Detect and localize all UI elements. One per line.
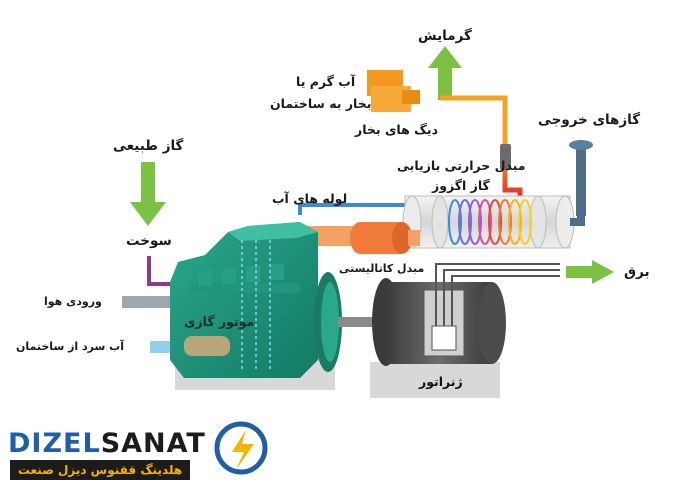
logo-part1: DIZEL — [8, 428, 101, 459]
label-catalytic-converter: مبدل کاتالیستی — [339, 262, 425, 275]
label-water-pipes: لوله های آب — [272, 191, 348, 206]
logo-emblem — [214, 421, 268, 475]
valve — [500, 144, 511, 170]
label-cold-water: آب سرد از ساختمان — [16, 340, 124, 353]
flywheel — [314, 272, 342, 372]
electricity-wires — [435, 263, 560, 326]
label-heating: گرمایش — [418, 28, 472, 44]
steam-boiler — [367, 70, 420, 112]
natural-gas-arrow — [130, 162, 166, 226]
heating-arrow — [428, 46, 462, 100]
label-exhaust-gases: گازهای خروجی — [538, 112, 641, 128]
drive-shaft — [338, 317, 386, 327]
label-generator: ژنراتور — [419, 374, 463, 389]
heat-exchanger — [402, 195, 575, 249]
water-pipes — [298, 203, 420, 215]
logo-part2: SANAT — [100, 428, 206, 459]
label-electricity: برق — [624, 264, 650, 280]
oil-tank — [184, 336, 230, 356]
generator — [372, 278, 506, 366]
generator-base — [370, 362, 500, 398]
catalytic-converter — [350, 222, 420, 254]
label-fuel: سوخت — [126, 233, 172, 249]
gas-engine — [170, 222, 318, 378]
label-heat-exchanger-1: مبدل حرارتی بازیابی — [397, 158, 526, 173]
label-air-inlet: ورودی هوا — [44, 295, 102, 308]
label-steam-boiler: دیگ های بخار — [355, 122, 439, 137]
label-gas-engine: موتور گازی — [184, 314, 255, 329]
air-inlet-pipe — [122, 296, 182, 308]
logo-subtitle: هلدینگ ققنوس دیزل صنعت — [10, 460, 190, 480]
label-steam-to-building: بخار به ساختمان — [270, 96, 372, 111]
label-hot-water: آب گرم یا — [296, 74, 356, 89]
logo-text: DIZELSANAT — [8, 428, 206, 459]
label-heat-exchanger-2: گاز اگزوز — [432, 178, 490, 193]
electricity-arrow — [566, 260, 614, 284]
exhaust-stack — [569, 140, 593, 226]
hot-water-pipe — [440, 95, 508, 150]
label-natural-gas: گاز طبیعی — [113, 138, 184, 154]
